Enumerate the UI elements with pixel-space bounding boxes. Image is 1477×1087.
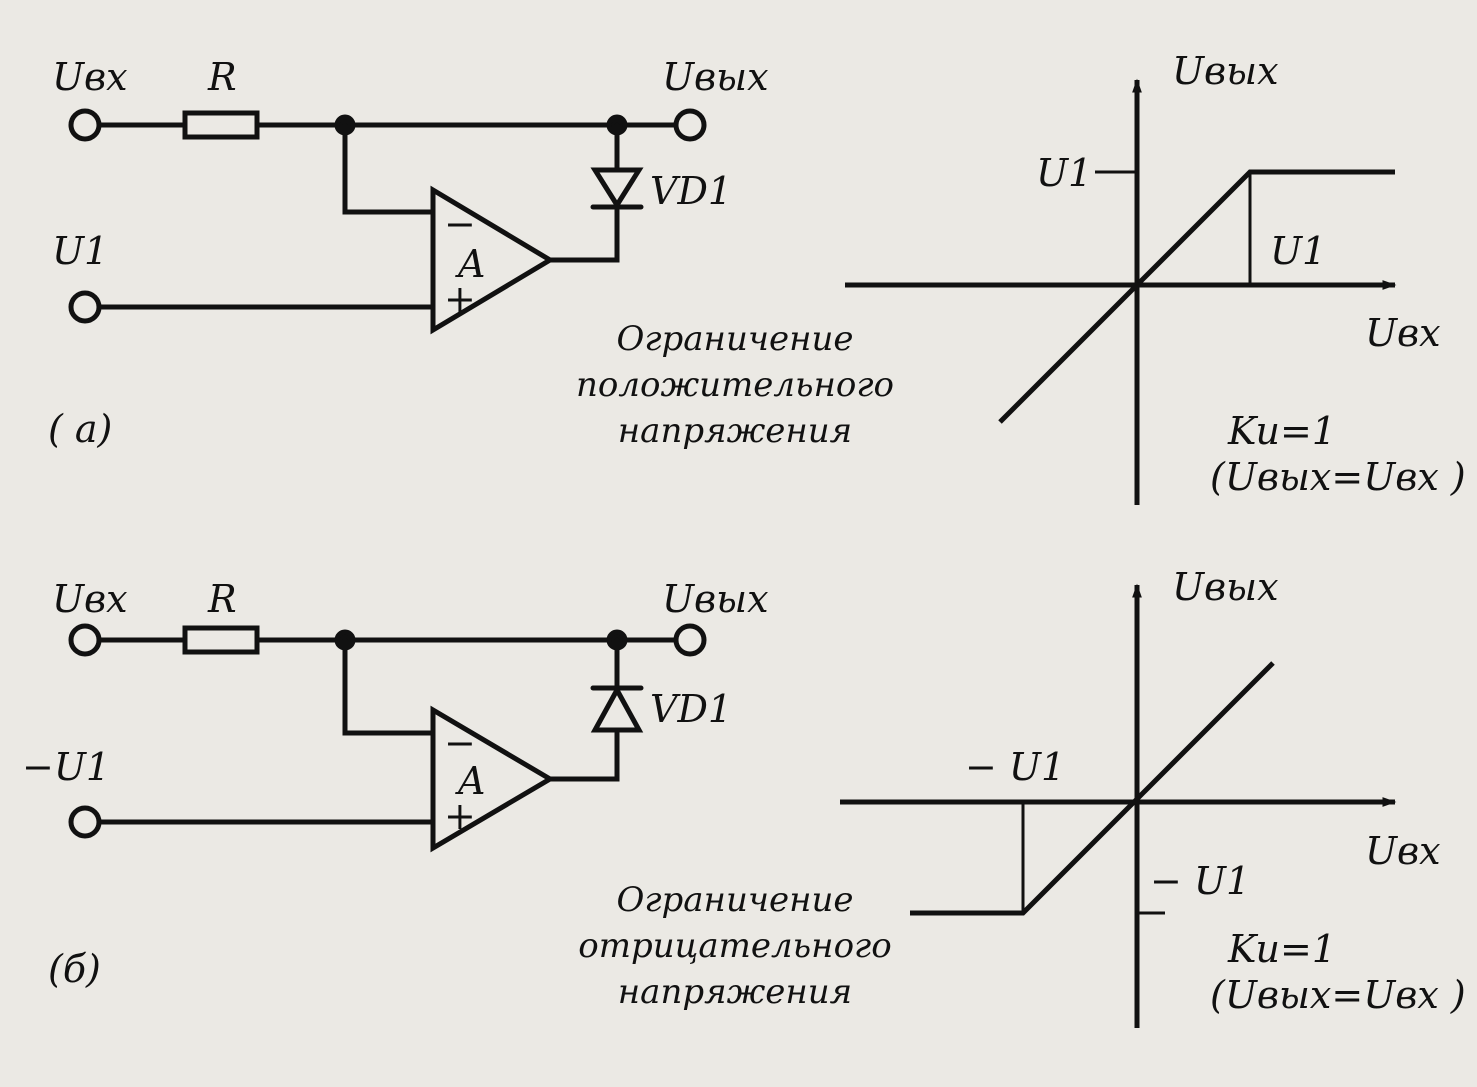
- y-axis-label: Uвых: [1172, 49, 1279, 93]
- graph-b: [840, 583, 1397, 1028]
- reference-label: U1: [52, 229, 109, 273]
- graph-a: [845, 78, 1397, 505]
- wire-opamp-output: [547, 730, 620, 782]
- resistor: [182, 625, 260, 655]
- relation-label: (Uвых=Uвх ): [1210, 973, 1466, 1017]
- opamp-label: A: [458, 242, 486, 286]
- opamp-minus-sign: −: [444, 721, 476, 765]
- gain-label: Ku=1: [1228, 409, 1337, 453]
- opamp-label: A: [458, 759, 486, 803]
- level-label: U1: [1036, 151, 1093, 195]
- caption-line: положительного: [575, 365, 895, 405]
- x-mark-label: U1: [1270, 229, 1327, 273]
- reference-terminal: [68, 290, 102, 324]
- caption-line: отрицательного: [578, 926, 892, 966]
- caption-line: Ограничение: [616, 880, 854, 920]
- level-label: − U1: [965, 745, 1066, 789]
- opamp-minus-sign: −: [444, 202, 476, 246]
- diode-symbol: [590, 167, 644, 210]
- output-label: Uвых: [662, 577, 769, 621]
- circuit-b: [68, 623, 707, 853]
- output-terminal: [673, 108, 707, 142]
- diode-label: VD1: [650, 169, 733, 213]
- output-label: Uвых: [662, 55, 769, 99]
- input-terminal: [68, 623, 102, 657]
- resistor-label: R: [208, 55, 237, 99]
- opamp-plus-sign: +: [444, 277, 476, 321]
- relation-label: (Uвых=Uвх ): [1210, 455, 1466, 499]
- input-label: Uвх: [52, 55, 128, 99]
- input-terminal: [68, 108, 102, 142]
- opamp-symbol: [430, 705, 555, 853]
- reference-label: −U1: [22, 745, 111, 789]
- resistor-label: R: [208, 577, 237, 621]
- figure-tag: (б): [48, 947, 101, 991]
- circuit-a: [68, 108, 707, 335]
- x-axis-label: Uвх: [1365, 311, 1441, 355]
- caption-line: напряжения: [617, 411, 853, 451]
- wire-to-inverting-input: [342, 122, 436, 215]
- wire-to-inverting-input: [342, 637, 436, 736]
- gain-label: Ku=1: [1228, 927, 1337, 971]
- transfer-characteristic: [998, 169, 1395, 424]
- output-terminal: [673, 623, 707, 657]
- input-label: Uвх: [52, 577, 128, 621]
- opamp-plus-sign: +: [444, 794, 476, 838]
- diode-label: VD1: [650, 687, 733, 731]
- diode-symbol: [590, 684, 644, 733]
- y-axis-label: Uвых: [1172, 565, 1279, 609]
- caption-line: напряжения: [617, 972, 853, 1012]
- reference-terminal: [68, 805, 102, 839]
- wire-opamp-output: [547, 207, 620, 263]
- figure-tag: ( а): [48, 407, 113, 451]
- resistor: [182, 110, 260, 140]
- opamp-symbol: [430, 185, 555, 335]
- caption-line: Ограничение: [616, 319, 854, 359]
- x-axis-label: Uвх: [1365, 829, 1441, 873]
- x-mark-label: − U1: [1150, 859, 1251, 903]
